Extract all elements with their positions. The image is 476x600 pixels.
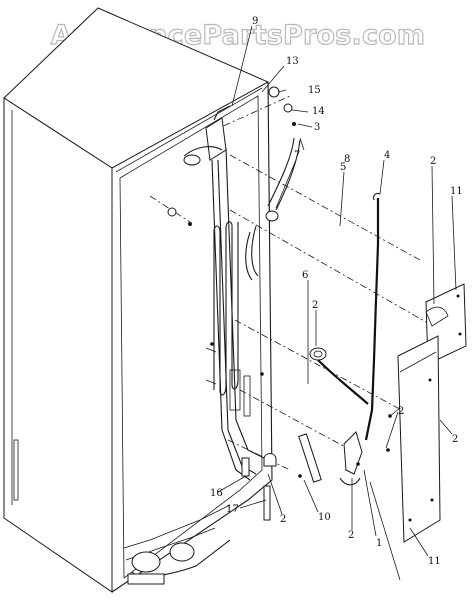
callout-labels: 9 13 15 14 3 7 8 5 4 2 11 6 2 2 2 16 17 … bbox=[210, 16, 463, 567]
upper-fasteners bbox=[268, 86, 296, 126]
callout-label: 14 bbox=[312, 106, 325, 117]
callout-label: 15 bbox=[308, 85, 321, 96]
evaporator-assembly bbox=[183, 105, 301, 481]
callout-label: 16 bbox=[210, 488, 223, 499]
callout-label: 6 bbox=[302, 270, 308, 281]
callout-label: 2 bbox=[398, 406, 404, 417]
cabinet bbox=[3, 7, 441, 593]
rear-panels bbox=[397, 283, 467, 543]
callout-label: 10 bbox=[318, 512, 331, 523]
callout-label: 8 bbox=[344, 154, 350, 165]
callout-label: 2 bbox=[280, 514, 286, 525]
leader-lines bbox=[217, 25, 457, 581]
callout-label: 11 bbox=[450, 186, 463, 197]
callout-label: 3 bbox=[314, 122, 320, 133]
callout-label: 9 bbox=[252, 16, 258, 27]
callout-label: 17 bbox=[226, 504, 239, 515]
callout-label: 2 bbox=[312, 300, 318, 311]
callout-label: 4 bbox=[384, 150, 390, 161]
callout-label: 13 bbox=[286, 56, 299, 67]
callout-label: 1 bbox=[376, 538, 382, 549]
callout-label: 2 bbox=[452, 434, 458, 445]
callout-label: 11 bbox=[428, 556, 441, 567]
callout-label: 7 bbox=[294, 150, 300, 161]
wire-harness bbox=[309, 192, 381, 441]
lower-parts bbox=[241, 414, 392, 521]
callout-label: 2 bbox=[430, 156, 436, 167]
callout-label: 5 bbox=[340, 162, 346, 173]
callout-label: 2 bbox=[348, 530, 354, 541]
